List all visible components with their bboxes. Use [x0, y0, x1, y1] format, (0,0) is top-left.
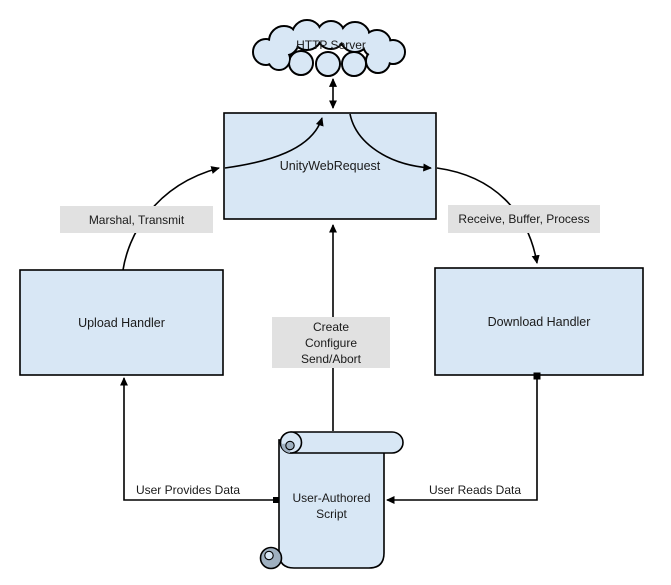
arrow-script-to-upload: [119, 377, 276, 501]
upload-handler-node: [19, 269, 224, 376]
download-handler-node: [434, 267, 644, 376]
arrow-download-to-script: [386, 378, 538, 505]
arrow-unitywebrequest-to-download: [436, 167, 540, 264]
user-reads-data-label: User Reads Data: [428, 483, 522, 497]
http-server-label: HTTP Server: [296, 38, 366, 52]
arrows: [119, 78, 540, 505]
create-configure-send-abort-label: Create Configure Send/Abort: [272, 317, 390, 368]
user-authored-script-label: User-Authored Script: [279, 489, 384, 523]
arrow-internal-upload-up: [224, 117, 324, 169]
user-provides-data-label: User Provides Data: [135, 483, 241, 497]
create-line: Create: [312, 319, 350, 334]
arrow-internal-download-out: [349, 113, 432, 172]
script-label-line2: Script: [316, 507, 347, 521]
download-handler-label: Download Handler: [487, 314, 591, 329]
script-label-line1: User-Authored: [292, 491, 371, 505]
scroll-bottom-curl-inner: [264, 550, 274, 561]
http-server-cloud: [252, 19, 406, 77]
upload-handler-label: Upload Handler: [78, 315, 165, 330]
receive-buffer-process-label: Receive, Buffer, Process: [448, 205, 600, 233]
connector-square-script-left: [273, 497, 279, 503]
scroll-top-coil-inner: [285, 440, 295, 451]
send-abort-line: Send/Abort: [300, 351, 362, 366]
unitywebrequest-label: UnityWebRequest: [279, 159, 381, 173]
unitywebrequest-node: [223, 112, 437, 220]
marshal-transmit-label: Marshal, Transmit: [60, 206, 213, 233]
user-script-scroll: [259, 431, 404, 570]
connector-square-download-bottom: [533, 372, 541, 380]
configure-line: Configure: [304, 335, 358, 350]
